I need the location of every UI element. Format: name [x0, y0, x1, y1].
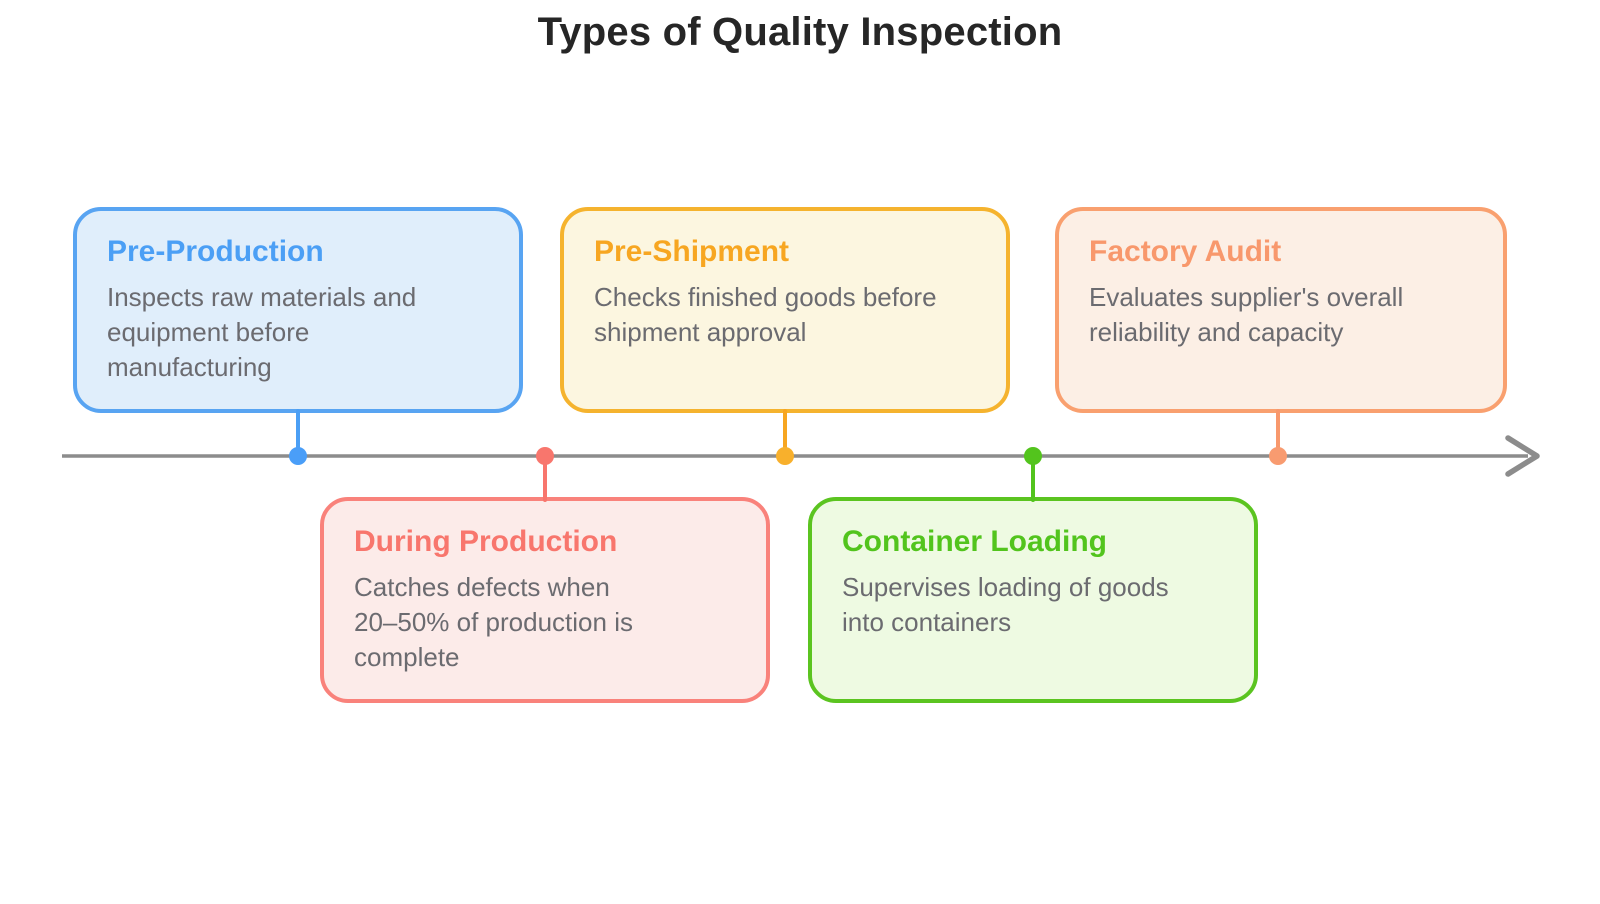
- card-body-during-production: Catches defects when 20–50% of productio…: [354, 572, 633, 672]
- card-container-loading: Container Loading Supervises loading of …: [808, 497, 1258, 703]
- card-title-pre-production: Pre-Production: [107, 235, 324, 268]
- card-title-factory-audit: Factory Audit: [1089, 235, 1282, 268]
- card-body-factory-audit: Evaluates supplier's overall reliability…: [1089, 282, 1404, 347]
- timeline-dot-factory-audit: [1269, 447, 1287, 465]
- card-title-during-production: During Production: [354, 525, 618, 558]
- page-title: Types of Quality Inspection: [537, 10, 1063, 54]
- card-body-container-loading: Supervises loading of goods into contain…: [842, 572, 1169, 637]
- card-during-production: During Production Catches defects when 2…: [320, 497, 770, 703]
- card-body-pre-shipment: Checks finished goods before shipment ap…: [594, 282, 937, 347]
- card-body-pre-production: Inspects raw materials and equipment bef…: [107, 282, 417, 382]
- card-pre-production: Pre-Production Inspects raw materials an…: [73, 207, 523, 413]
- card-factory-audit: Factory Audit Evaluates supplier's overa…: [1055, 207, 1507, 413]
- card-title-pre-shipment: Pre-Shipment: [594, 235, 790, 268]
- card-pre-shipment: Pre-Shipment Checks finished goods befor…: [560, 207, 1010, 413]
- timeline-dot-pre-shipment: [776, 447, 794, 465]
- timeline-dot-pre-production: [289, 447, 307, 465]
- timeline-dot-container-loading: [1024, 447, 1042, 465]
- timeline-dot-during-production: [536, 447, 554, 465]
- card-title-container-loading: Container Loading: [842, 525, 1107, 558]
- arrow-right-icon: [1505, 435, 1540, 477]
